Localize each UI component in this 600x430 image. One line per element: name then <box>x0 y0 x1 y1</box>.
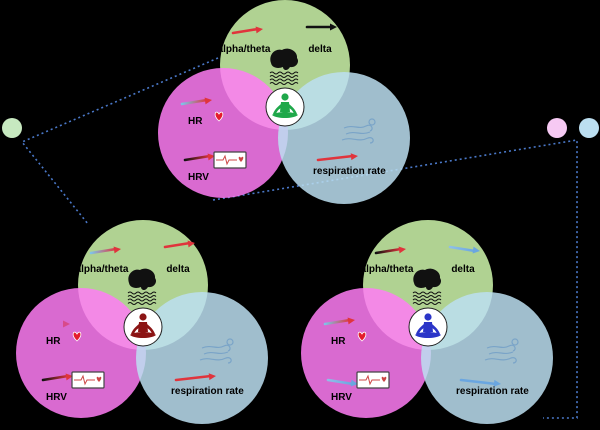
alpha-theta-label: alpha/theta <box>76 264 129 275</box>
respiration-circle <box>278 72 410 204</box>
brain-icon <box>413 268 442 291</box>
wind-icon <box>484 338 519 364</box>
wind-icon <box>199 338 234 364</box>
delta-arrow <box>448 245 480 254</box>
cardiac-circle <box>301 288 431 418</box>
alpha-theta-label: alpha/theta <box>218 44 271 55</box>
hrv-arrow <box>183 153 215 162</box>
respiration-arrow <box>174 373 216 382</box>
eeg-waves <box>127 291 157 305</box>
delta-label: delta <box>308 44 332 55</box>
hr-label: HR <box>331 336 346 347</box>
alpha-theta-arrow <box>374 246 406 255</box>
respiration-arrow <box>316 153 358 162</box>
ecg-icon <box>71 371 105 389</box>
brain-icon <box>270 48 299 71</box>
alpha-theta-arrow <box>231 26 263 35</box>
wind-icon <box>341 118 376 144</box>
connector-lines <box>20 57 578 419</box>
alpha-theta-label: alpha/theta <box>361 264 414 275</box>
delta-arrow <box>163 240 195 249</box>
connector-left <box>20 57 219 225</box>
meditating-figure <box>123 307 163 347</box>
cardiac-circle <box>16 288 146 418</box>
delta-arrow <box>305 23 337 31</box>
eeg-waves <box>412 291 442 305</box>
eeg-waves <box>269 71 299 85</box>
marker-pink-dot <box>547 118 567 138</box>
respiration-rate-label: respiration rate <box>171 386 244 397</box>
delta-label: delta <box>166 264 190 275</box>
hr-arrow <box>180 97 212 106</box>
heart-icon <box>72 331 82 342</box>
ecg-icon <box>213 151 247 169</box>
heart-icon <box>357 331 367 342</box>
hrv-label: HRV <box>188 172 209 183</box>
respiration-rate-label: respiration rate <box>313 166 386 177</box>
hrv-arrow <box>326 378 358 387</box>
hr-label: HR <box>46 336 61 347</box>
meditating-figure <box>265 87 305 127</box>
marker-blue-dot <box>579 118 599 138</box>
respiration-rate-label: respiration rate <box>456 386 529 397</box>
marker-green-dot <box>2 118 22 138</box>
hr-label: HR <box>188 116 203 127</box>
alpha-theta-arrow <box>89 246 121 255</box>
respiration-circle <box>136 292 268 424</box>
hrv-label: HRV <box>331 392 352 403</box>
meditating-figure <box>408 307 448 347</box>
hr-arrow <box>38 320 70 328</box>
heart-icon <box>214 111 224 122</box>
hrv-arrow <box>41 373 73 382</box>
respiration-arrow <box>459 378 501 387</box>
hrv-label: HRV <box>46 392 67 403</box>
respiration-circle <box>421 292 553 424</box>
brain-icon <box>128 268 157 291</box>
cardiac-circle <box>158 68 288 198</box>
ecg-icon <box>356 371 390 389</box>
delta-label: delta <box>451 264 475 275</box>
hr-arrow <box>323 317 355 326</box>
